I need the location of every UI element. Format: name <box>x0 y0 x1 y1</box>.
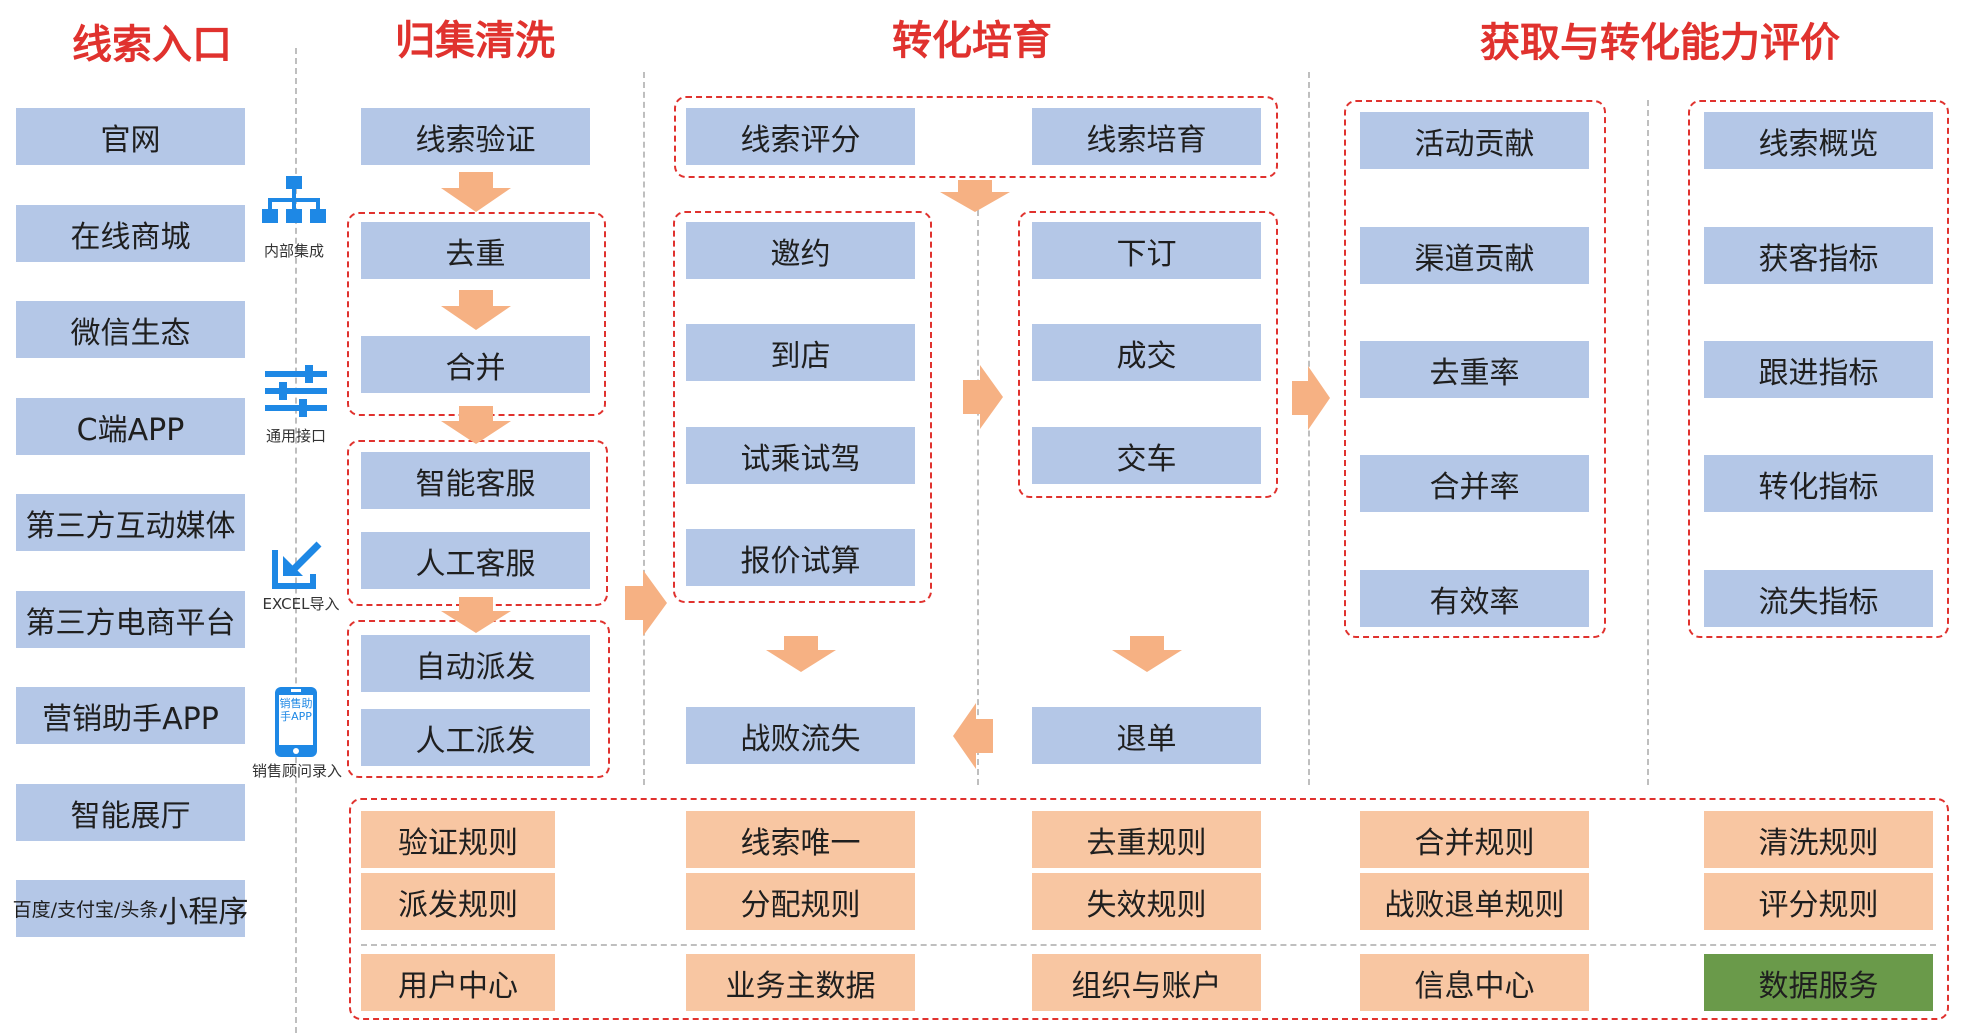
platform-master-data[interactable]: 业务主数据 <box>686 954 915 1011</box>
mini-program-label: 小程序 <box>158 894 249 930</box>
box-smart-service[interactable]: 智能客服 <box>361 452 590 509</box>
box-activity-contribution[interactable]: 活动贡献 <box>1360 112 1589 169</box>
source-third-party-ecommerce[interactable]: 第三方电商平台 <box>16 591 245 648</box>
rule-lead-unique[interactable]: 线索唯一 <box>686 811 915 868</box>
rule-expiry[interactable]: 失效规则 <box>1032 873 1261 930</box>
arrow-down-score-to-split <box>940 180 1010 212</box>
group-indicator-metrics <box>1688 100 1949 638</box>
arrow-down-service-to-dispatch <box>441 597 511 633</box>
platform-info-center[interactable]: 信息中心 <box>1360 954 1589 1011</box>
box-order[interactable]: 下订 <box>1032 222 1261 279</box>
heading-clean: 归集清洗 <box>395 18 555 64</box>
box-merge-rate[interactable]: 合并率 <box>1360 455 1589 512</box>
arrow-down-merge-to-service <box>441 406 511 444</box>
group-score-cultivate <box>674 96 1278 178</box>
source-wechat[interactable]: 微信生态 <box>16 301 245 358</box>
box-churn-index[interactable]: 流失指标 <box>1704 570 1933 627</box>
box-invite[interactable]: 邀约 <box>686 222 915 279</box>
group-contribution-metrics <box>1344 100 1606 638</box>
arrow-down-order-to-refund <box>1112 636 1182 672</box>
mobile-phone-icon <box>275 687 317 757</box>
source-official-site[interactable]: 官网 <box>16 108 245 165</box>
arrow-right-invite-to-order <box>963 365 1003 429</box>
arrow-right-clean-to-nurture <box>625 570 667 636</box>
arrow-down-invite-to-lost <box>766 636 836 672</box>
box-follow-up-index[interactable]: 跟进指标 <box>1704 341 1933 398</box>
sliders-icon <box>265 365 327 417</box>
source-smart-showroom[interactable]: 智能展厅 <box>16 784 245 841</box>
platform-user-center[interactable]: 用户中心 <box>361 954 555 1011</box>
box-manual-dispatch[interactable]: 人工派发 <box>361 709 590 766</box>
box-lead-score[interactable]: 线索评分 <box>686 108 915 165</box>
box-store-visit[interactable]: 到店 <box>686 324 915 381</box>
source-online-mall[interactable]: 在线商城 <box>16 205 245 262</box>
heading-evaluate: 获取与转化能力评价 <box>1480 20 1840 66</box>
box-manual-service[interactable]: 人工客服 <box>361 532 590 589</box>
org-chart-icon <box>262 176 326 223</box>
rule-lost-refund[interactable]: 战败退单规则 <box>1360 873 1589 930</box>
box-refund[interactable]: 退单 <box>1032 707 1261 764</box>
separator-clean <box>643 72 645 785</box>
separator-evaluate <box>1647 100 1649 785</box>
heading-nurture: 转化培育 <box>892 18 1052 64</box>
separator-rules-platform <box>361 944 1936 946</box>
rule-clean[interactable]: 清洗规则 <box>1704 811 1933 868</box>
rule-dedupe[interactable]: 去重规则 <box>1032 811 1261 868</box>
heading-sources: 线索入口 <box>72 22 232 68</box>
arrow-right-nurture-to-evaluate <box>1292 366 1330 430</box>
rule-dispatch[interactable]: 派发规则 <box>361 873 555 930</box>
box-conversion-index[interactable]: 转化指标 <box>1704 455 1933 512</box>
box-acquisition-index[interactable]: 获客指标 <box>1704 227 1933 284</box>
box-auto-dispatch[interactable]: 自动派发 <box>361 635 590 692</box>
box-lead-cultivate[interactable]: 线索培育 <box>1032 108 1261 165</box>
box-test-drive[interactable]: 试乘试驾 <box>686 427 915 484</box>
box-dedupe-rate[interactable]: 去重率 <box>1360 341 1589 398</box>
arrow-down-verify-to-dedupe <box>441 172 511 212</box>
arrow-down-dedupe-to-merge <box>441 290 511 330</box>
phone-screen-text: 销售助手APP <box>279 697 313 723</box>
group-rules-platform <box>349 798 1949 1020</box>
label-sales-manual-entry: 销售顾问录入 <box>251 762 342 780</box>
box-lead-overview[interactable]: 线索概览 <box>1704 112 1933 169</box>
box-valid-rate[interactable]: 有效率 <box>1360 570 1589 627</box>
separator-sources <box>295 48 297 1033</box>
arrow-left-refund-to-lost <box>953 703 993 769</box>
label-common-api: 通用接口 <box>265 427 326 445</box>
source-third-party-media[interactable]: 第三方互动媒体 <box>16 494 245 551</box>
group-order-flow <box>1018 211 1278 498</box>
box-lost[interactable]: 战败流失 <box>686 707 915 764</box>
rule-merge[interactable]: 合并规则 <box>1360 811 1589 868</box>
rule-scoring[interactable]: 评分规则 <box>1704 873 1933 930</box>
group-invite-flow <box>673 211 932 603</box>
box-channel-contribution[interactable]: 渠道贡献 <box>1360 227 1589 284</box>
box-deal[interactable]: 成交 <box>1032 324 1261 381</box>
label-excel-import: EXCEL导入 <box>262 595 340 613</box>
box-delivery[interactable]: 交车 <box>1032 427 1261 484</box>
box-quote[interactable]: 报价试算 <box>686 529 915 586</box>
rule-verify[interactable]: 验证规则 <box>361 811 555 868</box>
box-dedupe[interactable]: 去重 <box>361 222 590 279</box>
label-internal-integration: 内部集成 <box>263 242 324 260</box>
separator-nurture-inner <box>977 190 979 785</box>
platform-org-account[interactable]: 组织与账户 <box>1032 954 1261 1011</box>
source-c-app[interactable]: C端APP <box>16 398 245 455</box>
mini-program-platforms: 百度/支付宝/头条 <box>12 899 159 921</box>
rule-allocation[interactable]: 分配规则 <box>686 873 915 930</box>
box-merge[interactable]: 合并 <box>361 336 590 393</box>
box-lead-verify[interactable]: 线索验证 <box>361 108 590 165</box>
source-mini-program[interactable]: 百度/支付宝/头条小程序 <box>12 880 249 937</box>
import-icon <box>272 541 322 589</box>
source-marketing-app[interactable]: 营销助手APP <box>16 687 245 744</box>
platform-data-service[interactable]: 数据服务 <box>1704 954 1933 1011</box>
